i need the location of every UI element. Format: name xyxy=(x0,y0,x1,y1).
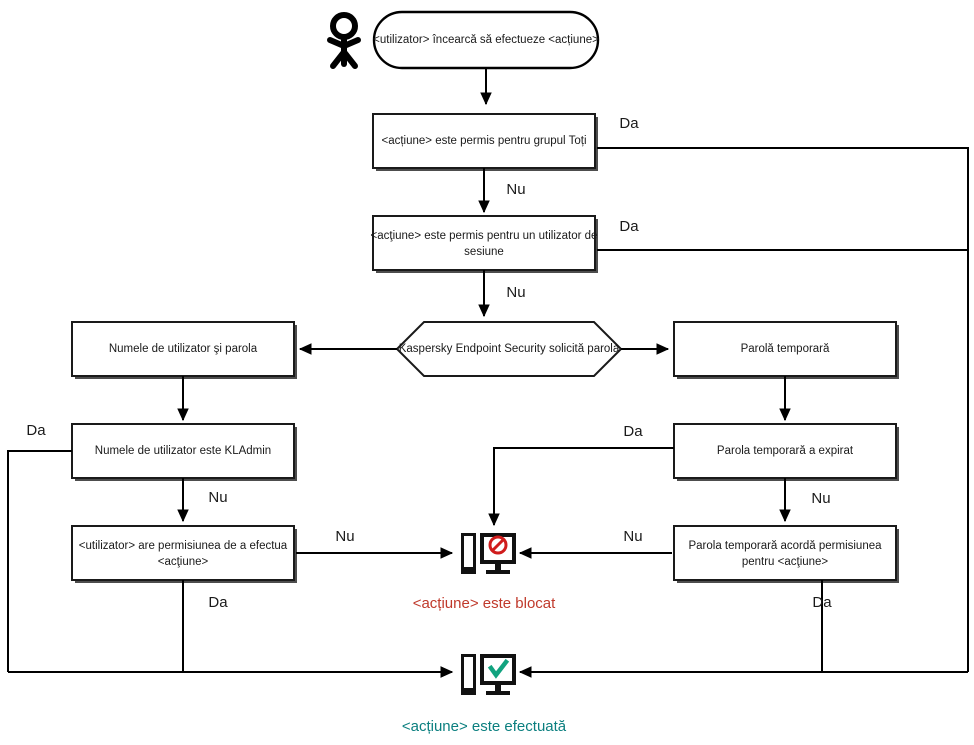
node-allowed-session-user-label-line2: sesiune xyxy=(464,246,504,258)
monitor-check-icon xyxy=(461,654,516,695)
edge-label-kladmin-yes: Da xyxy=(26,422,46,439)
edge-label-expired-no: Nu xyxy=(811,490,830,507)
node-temp-password-expired-label: Parola temporară a expirat xyxy=(717,445,854,457)
edge-everyone-yes xyxy=(597,147,969,672)
node-temporary-password-label: Parolă temporară xyxy=(741,343,830,355)
node-temporary-password: Parolă temporară xyxy=(673,321,899,379)
edge-label-session-no: Nu xyxy=(506,284,525,301)
start-node: <utilizator> încearcă să efectueze <acți… xyxy=(372,10,600,70)
edge-label-kladmin-no: Nu xyxy=(208,489,227,506)
node-temp-password-grants-label-line1: Parola temporară acordă permisiunea xyxy=(688,540,882,552)
node-allowed-everyone-label: <acțiune> este permis pentru grupul Toți xyxy=(382,135,587,147)
node-username-is-kladmin-label: Numele de utilizator este KLAdmin xyxy=(95,445,271,457)
edge-label-everyone-yes: Da xyxy=(619,115,639,132)
node-kes-requests-password: Kaspersky Endpoint Security solicită par… xyxy=(395,321,623,377)
node-allowed-everyone: <acțiune> este permis pentru grupul Toți xyxy=(372,113,598,171)
edge-label-everyone-no: Nu xyxy=(506,181,525,198)
start-node-label: <utilizator> încearcă să efectueze <acți… xyxy=(373,34,599,46)
node-kes-requests-password-label: Kaspersky Endpoint Security solicită par… xyxy=(399,343,620,355)
node-user-has-permission-label-line2: <acţiune> xyxy=(158,556,209,568)
edge-label-permission-no: Nu xyxy=(335,528,354,545)
node-username-and-password-label: Numele de utilizator şi parola xyxy=(109,343,258,355)
done-caption: <acțiune> este efectuată xyxy=(402,718,567,735)
node-user-has-permission: <utilizator> are permisiunea de a efectu… xyxy=(71,525,297,583)
node-allowed-session-user: <acţiune> este permis pentru un utilizat… xyxy=(371,215,598,273)
edge-kladmin-yes xyxy=(7,450,72,672)
node-username-is-kladmin: Numele de utilizator este KLAdmin xyxy=(71,423,297,481)
blocked-caption: <acțiune> este blocat xyxy=(413,595,556,612)
user-actor-icon xyxy=(327,12,361,69)
node-temp-password-grants: Parola temporară acordă permisiunea pent… xyxy=(673,525,899,583)
edge-label-session-yes: Da xyxy=(619,218,639,235)
node-temp-password-grants-label-line2: pentru <acţiune> xyxy=(742,556,829,568)
edge-expired-yes xyxy=(488,447,674,527)
node-user-has-permission-label-line1: <utilizator> are permisiunea de a efectu… xyxy=(79,540,288,552)
node-username-and-password: Numele de utilizator şi parola xyxy=(71,321,297,379)
edge-label-grants-yes: Da xyxy=(812,594,832,611)
monitor-blocked-icon xyxy=(461,533,516,574)
node-temp-password-expired: Parola temporară a expirat xyxy=(673,423,899,481)
node-allowed-session-user-label-line1: <acţiune> este permis pentru un utilizat… xyxy=(371,230,598,242)
edge-label-grants-no: Nu xyxy=(623,528,642,545)
edge-label-expired-yes: Da xyxy=(623,423,643,440)
edge-label-permission-yes: Da xyxy=(208,594,228,611)
